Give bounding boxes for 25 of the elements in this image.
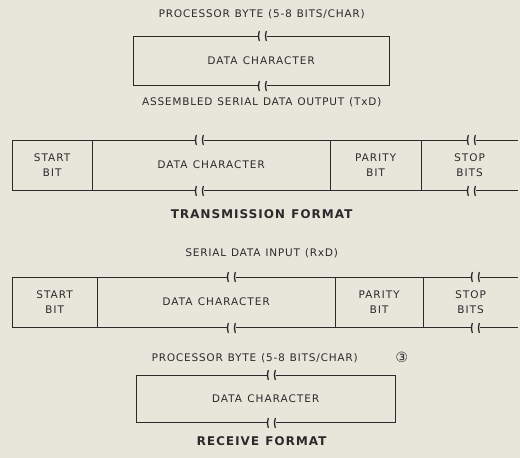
caption-text: ASSEMBLED SERIAL DATA OUTPUT (TxD) (142, 96, 382, 108)
frame-field (12, 277, 98, 328)
field-label: PARITY BIT (358, 288, 401, 318)
caption-text: PROCESSOR BYTE (5-8 BITS/CHAR) (152, 352, 358, 364)
caption-text: SERIAL DATA INPUT (RxD) (185, 247, 339, 259)
frame-field (12, 140, 93, 191)
frame-field (92, 140, 331, 191)
frame-field (335, 277, 424, 328)
footnote-number: ③ (395, 350, 409, 366)
frame-field (97, 277, 336, 328)
field-label: DATA CHARACTER (157, 158, 266, 173)
field-label: START BIT (34, 150, 72, 180)
section-heading: TRANSMISSION FORMAT (170, 207, 354, 221)
frame-field (330, 140, 422, 191)
field-label: START BIT (36, 288, 74, 318)
field-label: DATA CHARACTER (212, 392, 320, 406)
section-heading: RECEIVE FORMAT (196, 434, 328, 448)
frame-field (133, 36, 390, 86)
field-label: DATA CHARACTER (162, 295, 271, 310)
field-label: STOP BITS (454, 150, 486, 180)
field-label: DATA CHARACTER (207, 54, 316, 68)
field-label: STOP BITS (455, 288, 487, 318)
caption-text: PROCESSOR BYTE (5-8 BITS/CHAR) (158, 8, 366, 20)
field-label: PARITY BIT (354, 150, 398, 180)
frame-field (136, 375, 396, 423)
